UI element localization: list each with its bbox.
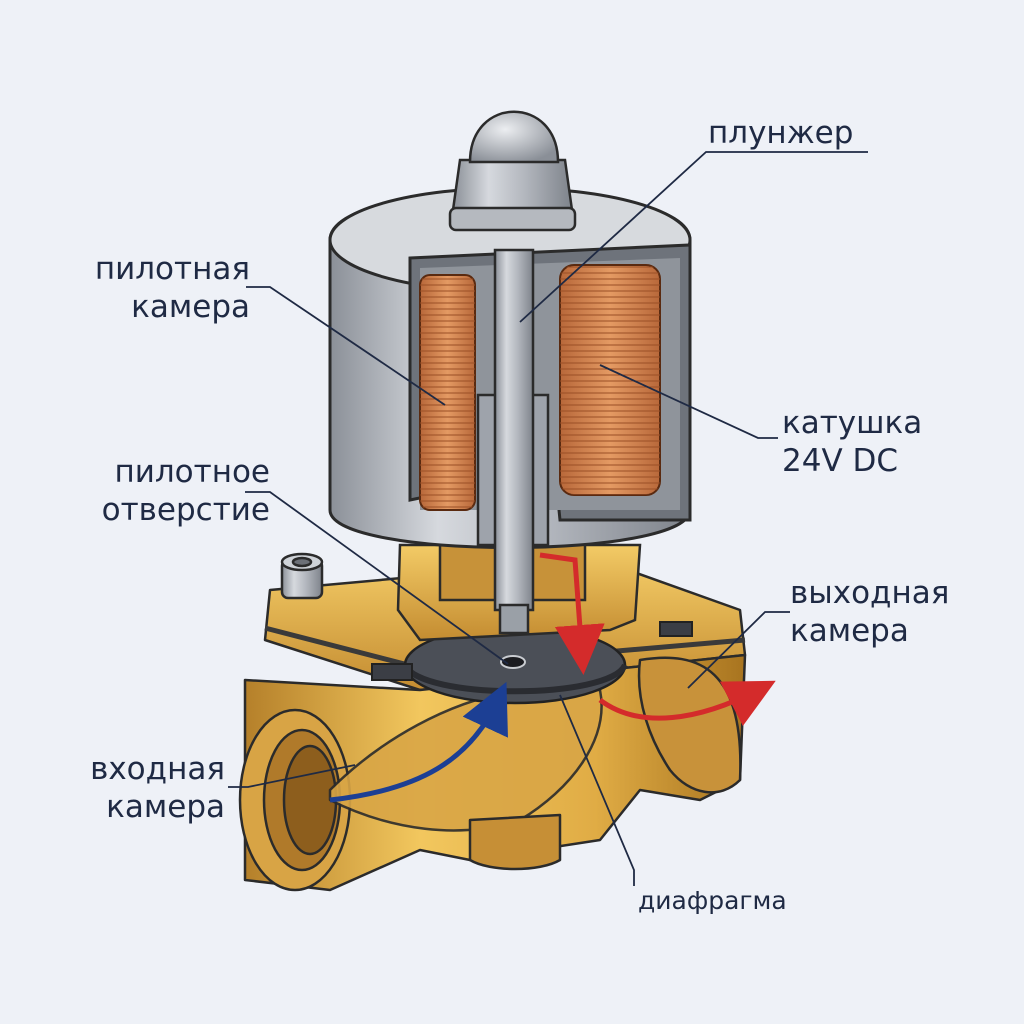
label-coil: катушка 24V DC	[782, 404, 922, 480]
coil-windings	[419, 264, 661, 511]
pilot-orifice-line1: пилотное	[114, 454, 270, 490]
plunger-assembly	[448, 110, 577, 635]
plunger-text: плунжер	[708, 115, 854, 151]
outlet-chamber-line1: выходная	[790, 575, 950, 611]
inlet-chamber-line1: входная	[90, 751, 225, 787]
pilot-orifice-leader	[245, 491, 509, 665]
label-plunger: плунжер	[708, 114, 853, 152]
label-pilot-orifice: пилотное отверстие	[80, 453, 270, 529]
pilot-chamber-line2: камера	[131, 289, 250, 325]
plunger-leader	[519, 151, 868, 323]
coil-line1: катушка	[782, 405, 923, 441]
inlet-chamber-line2: камера	[106, 789, 225, 825]
diaphragm-leader	[559, 694, 635, 886]
outlet-flow-arrow	[598, 680, 776, 726]
coil-line2: 24V DC	[782, 443, 899, 479]
pilot-orifice-line2: отверстие	[101, 492, 270, 528]
inlet-chamber-leader	[228, 764, 356, 788]
coil-leader	[599, 364, 778, 439]
pilot-flow-arrow	[539, 552, 605, 675]
outlet-chamber-line2: камера	[790, 613, 909, 649]
pilot-chamber-leader	[246, 286, 446, 406]
label-outlet-chamber: выходная камера	[790, 574, 949, 650]
diaphragm-text: диафрагма	[638, 886, 787, 915]
label-diaphragm: диафрагма	[638, 886, 787, 916]
outlet-chamber-leader	[687, 611, 790, 689]
inlet-flow-arrow	[329, 681, 508, 803]
label-inlet-chamber: входная камера	[60, 750, 225, 826]
leader-lines	[228, 151, 868, 886]
pilot-chamber-line1: пилотная	[94, 251, 250, 287]
label-pilot-chamber: пилотная камера	[85, 250, 250, 326]
